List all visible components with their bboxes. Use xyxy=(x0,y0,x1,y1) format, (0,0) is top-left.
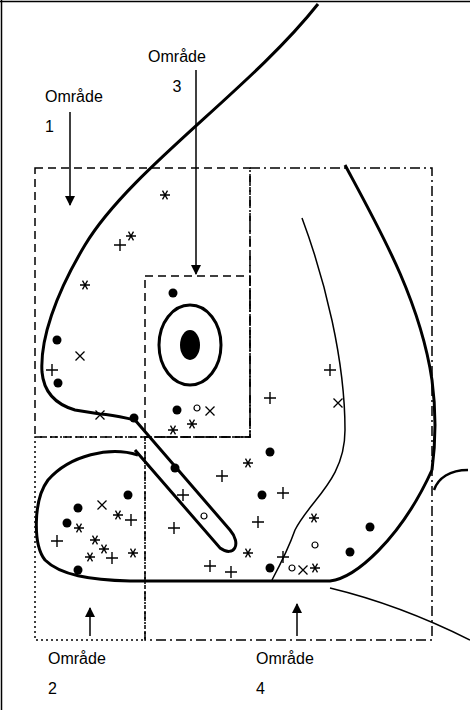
plus-marker xyxy=(168,522,180,534)
region-label: Område 2 xyxy=(48,644,116,704)
body-line xyxy=(330,588,470,640)
star-marker xyxy=(243,549,253,558)
star-marker xyxy=(168,426,178,435)
plus-marker xyxy=(264,392,276,404)
star-marker xyxy=(309,514,319,523)
region-label: Område 4 xyxy=(256,644,324,704)
pointer-arrow xyxy=(69,112,71,205)
star-marker xyxy=(160,191,170,200)
dot-marker xyxy=(53,336,62,345)
operculum-outline xyxy=(345,165,435,470)
cross-marker xyxy=(96,411,105,420)
plus-marker xyxy=(277,487,289,499)
region-label: Område 3 xyxy=(143,42,211,102)
star-marker xyxy=(85,553,95,562)
region-box xyxy=(35,168,250,437)
head-outline xyxy=(42,4,318,420)
dot-marker xyxy=(346,548,355,557)
plus-marker xyxy=(277,551,289,563)
star-marker xyxy=(90,536,100,545)
plus-marker xyxy=(46,364,58,376)
ring-marker xyxy=(194,405,200,411)
cross-marker xyxy=(206,407,215,416)
region-box xyxy=(145,168,432,640)
ring-marker xyxy=(289,565,295,571)
star-marker xyxy=(310,564,320,573)
plus-marker xyxy=(225,566,237,578)
plus-marker xyxy=(177,489,189,501)
dot-marker xyxy=(266,448,275,457)
dot-marker xyxy=(366,523,375,532)
star-marker xyxy=(80,281,90,290)
dot-marker xyxy=(169,289,178,298)
pointer-arrow xyxy=(296,604,298,636)
cross-marker xyxy=(334,399,343,408)
region-label: Område 1 xyxy=(45,82,113,142)
cross-marker xyxy=(98,501,107,510)
cross-marker xyxy=(76,352,85,361)
dot-marker xyxy=(124,491,133,500)
dot-marker xyxy=(171,464,180,473)
dot-marker xyxy=(258,491,267,500)
star-marker xyxy=(126,232,136,241)
plus-marker xyxy=(114,239,126,251)
jaw-outline xyxy=(36,452,432,581)
ring-marker xyxy=(201,513,207,519)
dot-marker xyxy=(74,504,83,513)
dot-marker xyxy=(173,406,182,415)
plus-marker xyxy=(125,514,137,526)
eye-pupil xyxy=(180,330,200,360)
star-marker xyxy=(74,524,84,533)
plus-marker xyxy=(106,552,118,564)
dot-marker xyxy=(130,414,139,423)
dot-marker xyxy=(74,566,83,575)
eye-outline xyxy=(159,305,221,385)
star-marker xyxy=(187,420,197,429)
cross-marker xyxy=(299,566,308,575)
maxilla-outline xyxy=(135,420,236,551)
region-box xyxy=(35,437,145,640)
star-marker xyxy=(113,511,123,520)
fin-outline xyxy=(434,470,468,490)
plus-marker xyxy=(216,470,228,482)
plus-marker xyxy=(51,535,63,547)
region-box xyxy=(145,276,250,437)
plus-marker xyxy=(324,364,336,376)
preoperculum-line xyxy=(272,218,345,580)
dot-marker xyxy=(63,519,72,528)
pointer-arrow xyxy=(89,608,91,636)
star-marker xyxy=(243,459,253,468)
dot-marker xyxy=(266,564,275,573)
plus-marker xyxy=(252,516,264,528)
star-marker xyxy=(99,545,109,554)
ring-marker xyxy=(312,542,318,548)
pointer-arrow xyxy=(195,70,197,274)
plus-marker xyxy=(204,560,216,572)
star-marker xyxy=(128,549,138,558)
dot-marker xyxy=(54,379,63,388)
